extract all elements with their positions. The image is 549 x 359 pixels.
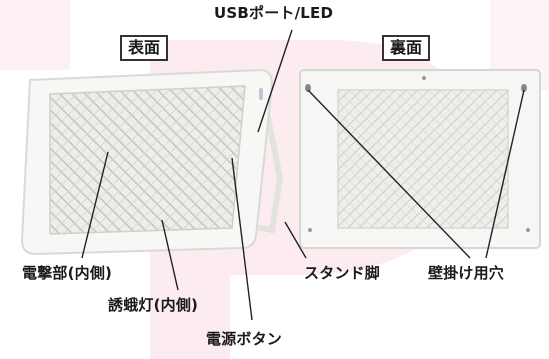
label-usb-port-led: USBポート/LED	[214, 4, 334, 22]
label-power-button: 電源ボタン	[206, 330, 283, 348]
label-wall-hole: 壁掛け用穴	[428, 264, 505, 282]
label-lure-light: 誘蛾灯(内側)	[108, 296, 199, 314]
label-front: 表面	[120, 35, 169, 61]
label-stand-leg: スタンド脚	[304, 264, 381, 282]
wall-hole-right-marker	[521, 84, 527, 92]
label-back: 裏面	[382, 35, 431, 61]
back-view-device	[299, 69, 541, 249]
wall-hole-left-marker	[305, 84, 311, 92]
label-shock-part: 電撃部(内側)	[22, 264, 113, 282]
